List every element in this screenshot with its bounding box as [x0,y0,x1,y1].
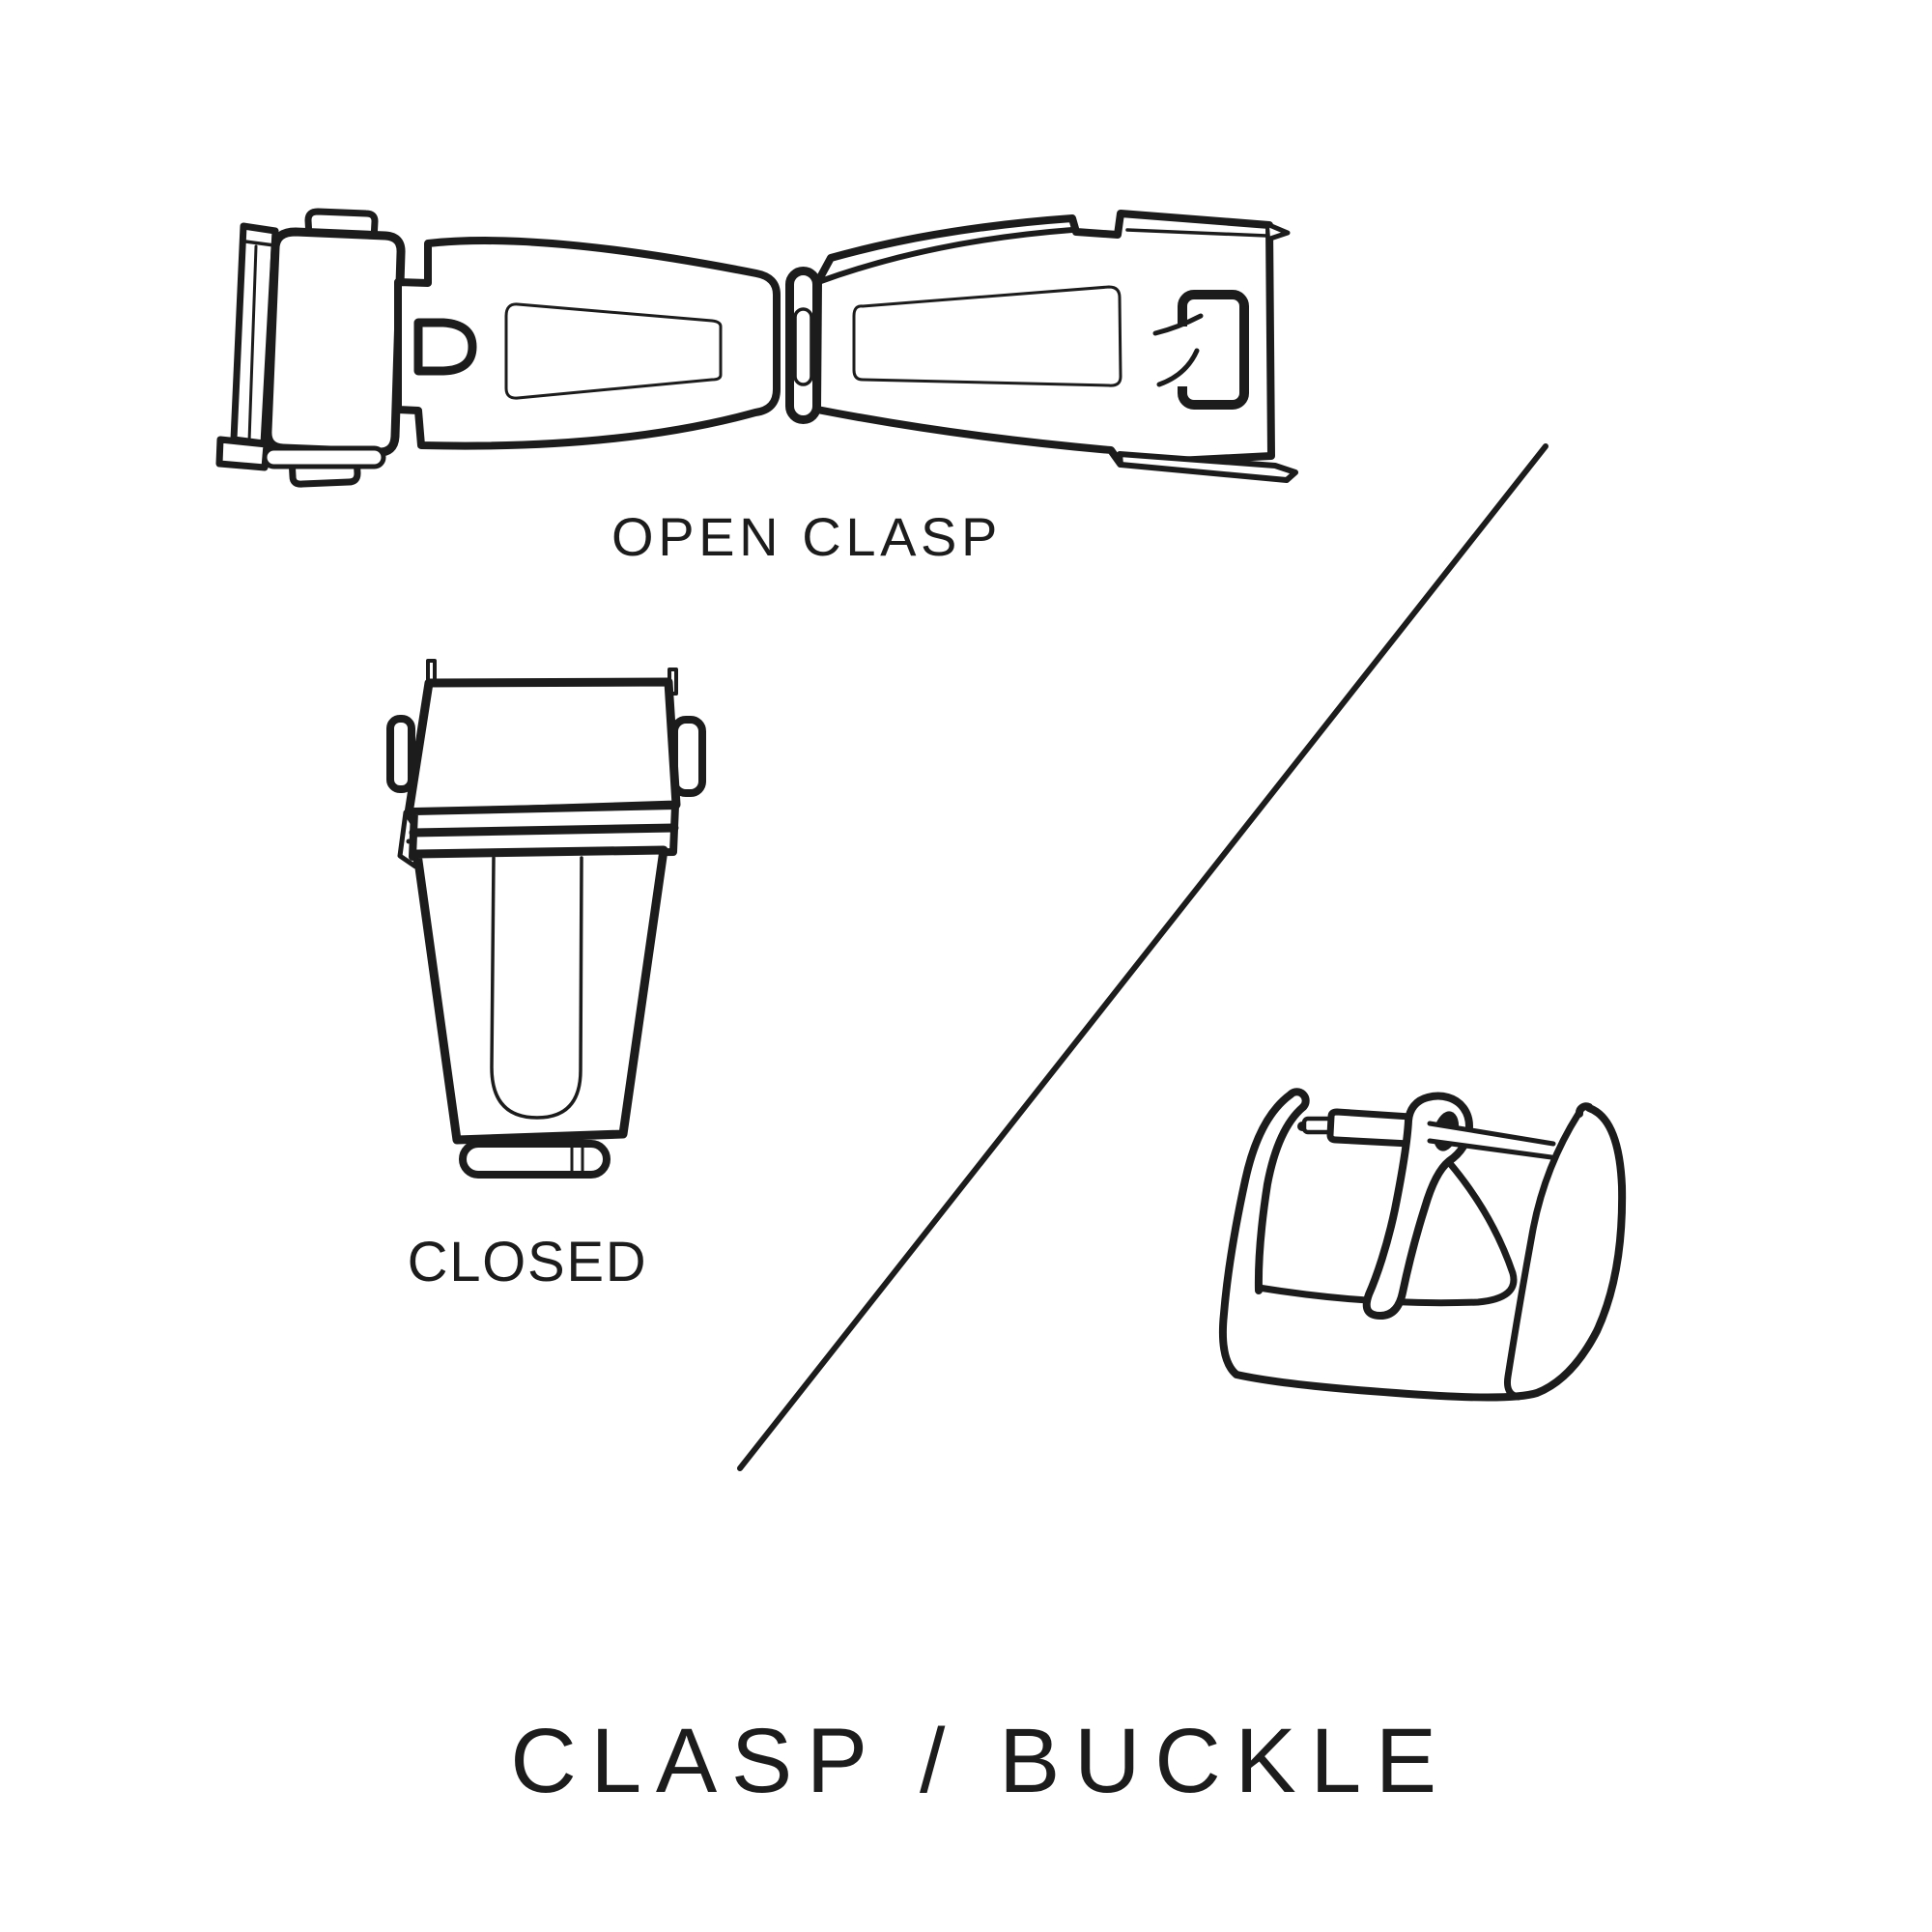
svg-text:CLASP / BUCKLE: CLASP / BUCKLE [510,1710,1451,1812]
svg-text:OPEN CLASP: OPEN CLASP [611,506,1002,567]
svg-text:CLOSED: CLOSED [408,1231,648,1293]
